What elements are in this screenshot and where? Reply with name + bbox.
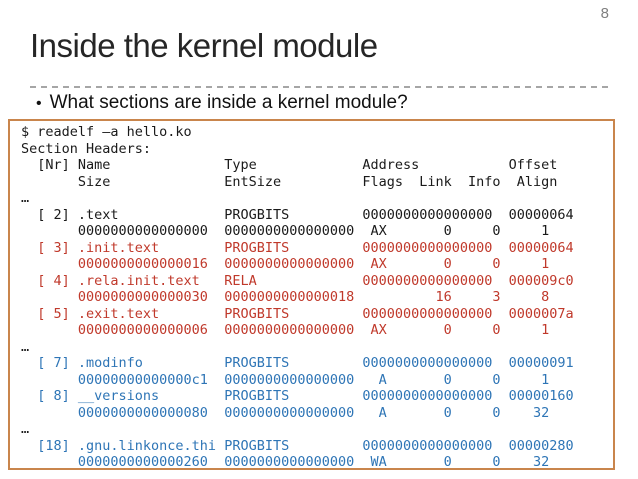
bullet-icon: • bbox=[36, 95, 42, 112]
page-number: 8 bbox=[600, 5, 609, 22]
code-line: [Nr] Name Type Address Offset bbox=[21, 157, 558, 173]
code-line: 0000000000000006 0000000000000000 AX 0 0… bbox=[21, 322, 550, 338]
code-line: … bbox=[21, 338, 30, 355]
code-line: 0000000000000080 0000000000000000 A 0 0 … bbox=[21, 404, 550, 421]
slide-title: Inside the kernel module bbox=[30, 27, 378, 64]
code-line: 0000000000000000 0000000000000000 AX 0 0… bbox=[21, 223, 550, 239]
code-line: Section Headers: bbox=[21, 140, 152, 157]
code-line: 0000000000000030 0000000000000018 16 3 8 bbox=[21, 289, 550, 305]
code-line: [ 4] .rela.init.text RELA 00000000000000… bbox=[21, 272, 574, 289]
title-separator-line bbox=[30, 86, 612, 88]
code-line: Size EntSize Flags Link Info Align bbox=[21, 173, 558, 190]
code-line: [ 5] .exit.text PROGBITS 000000000000000… bbox=[21, 305, 574, 322]
code-line: 0000000000000260 0000000000000000 WA 0 0… bbox=[21, 454, 550, 470]
code-line: [18] .gnu.linkonce.thi PROGBITS 00000000… bbox=[21, 437, 574, 454]
bullet-text: What sections are inside a kernel module… bbox=[49, 92, 408, 113]
code-line: … bbox=[21, 190, 30, 206]
code-line: … bbox=[21, 421, 30, 437]
code-line: 00000000000000c1 0000000000000000 A 0 0 … bbox=[21, 371, 550, 388]
code-line: $ readelf –a hello.ko bbox=[21, 124, 192, 140]
code-line: [ 2] .text PROGBITS 0000000000000000 000… bbox=[21, 206, 574, 223]
code-line: [ 7] .modinfo PROGBITS 0000000000000000 … bbox=[21, 355, 574, 371]
code-line: [ 8] __versions PROGBITS 000000000000000… bbox=[21, 388, 574, 404]
code-line: [ 3] .init.text PROGBITS 000000000000000… bbox=[21, 239, 574, 256]
code-line: 0000000000000016 0000000000000000 AX 0 0… bbox=[21, 256, 550, 272]
bullet-item: • What sections are inside a kernel modul… bbox=[36, 92, 408, 114]
